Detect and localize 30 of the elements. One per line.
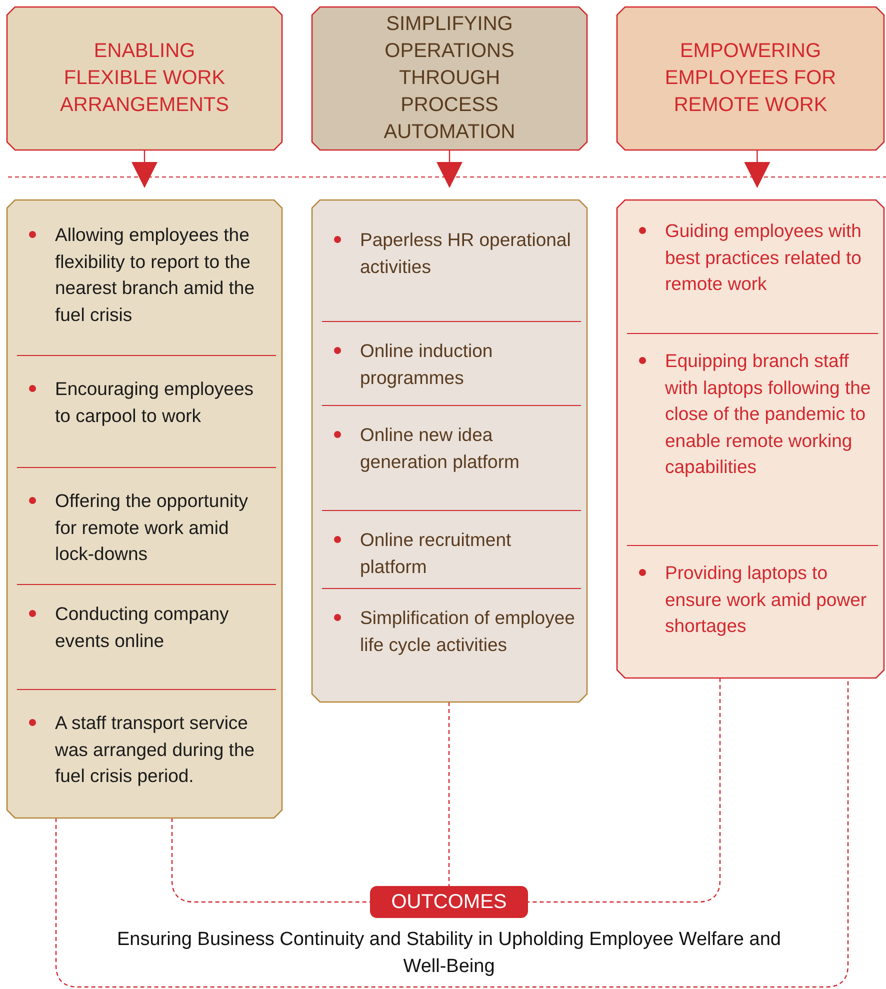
category-header-box bbox=[312, 7, 587, 150]
category-header-box bbox=[7, 7, 282, 150]
list-item-text: Conducting company events online bbox=[55, 602, 230, 652]
header-title: SIMPLIFYING OPERATIONS THROUGH PROCESS AUTOMATION bbox=[382, 12, 516, 145]
dashed-connector-line bbox=[171, 818, 370, 903]
list-item-text: A staff transport service was arranged during the fuel crisis period. bbox=[55, 711, 256, 788]
down-arrow bbox=[744, 150, 770, 188]
bullet-list-box bbox=[617, 200, 884, 678]
bullet-list-box bbox=[7, 200, 282, 818]
list-item-text: Guiding employees with best practices related to remote work bbox=[665, 219, 862, 296]
list-item-text: Allowing employees the flexibility to report to the nearest branch amid the fuel crisis bbox=[55, 223, 256, 326]
list-item-text: Online induction programmes bbox=[360, 339, 494, 390]
dashed-connector-line bbox=[528, 678, 721, 903]
list-item-text: Offering the opportunity for remote work amid lock-downs bbox=[55, 489, 250, 566]
list-item-text: Encouraging employees to carpool to work bbox=[55, 377, 254, 428]
category-header-box bbox=[617, 7, 884, 150]
dashed-connector-line bbox=[448, 702, 450, 886]
list-item-text: Providing laptops to ensure work amid power shortages bbox=[665, 561, 868, 638]
list-item-text: Simplification of employee life cycle activities bbox=[360, 606, 576, 657]
header-title: EMPOWERING EMPLOYEES FOR REMOTE WORK bbox=[664, 39, 838, 118]
down-arrow bbox=[132, 150, 158, 188]
list-item-text: Online new idea generation platform bbox=[360, 423, 520, 474]
list-item-text: Paperless HR operational activities bbox=[360, 228, 572, 278]
down-arrow bbox=[436, 150, 462, 188]
bullet-list-box bbox=[312, 200, 587, 702]
header-title: ENABLING FLEXIBLE WORK ARRANGEMENTS bbox=[59, 39, 230, 118]
list-item-text: Equipping branch staff with laptops following the close of the pandemic to enable remote working capabilities bbox=[665, 349, 872, 479]
list-item-text: Online recruitment platform bbox=[360, 528, 512, 579]
outcome-statement: Ensuring Business Continuity and Stability in Upholding Employee Welfare and Well-Being bbox=[116, 928, 782, 979]
outcomes-badge: OUTCOMES bbox=[370, 886, 528, 918]
